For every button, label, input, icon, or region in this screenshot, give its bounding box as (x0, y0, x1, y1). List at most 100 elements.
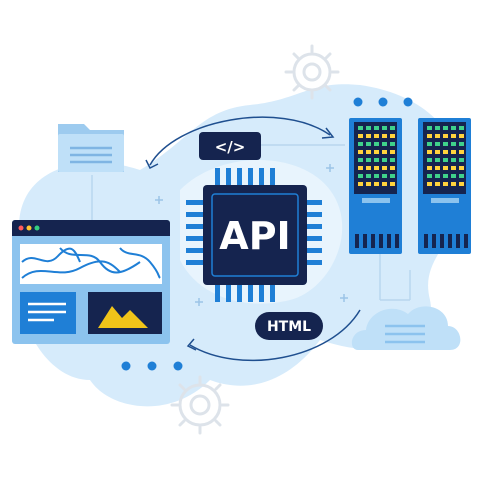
server-light (390, 174, 395, 178)
server-light (459, 142, 464, 146)
gear-icon (284, 44, 340, 100)
server-light (459, 166, 464, 170)
server-light (374, 142, 379, 146)
server-light (366, 126, 371, 130)
server-light (374, 158, 379, 162)
server-light (451, 182, 456, 186)
curve-arrow-top (149, 116, 331, 166)
server-light (443, 142, 448, 146)
server-light (390, 134, 395, 138)
server-light (451, 166, 456, 170)
wave-lines (21, 247, 161, 279)
server-light (459, 174, 464, 178)
server-light (451, 158, 456, 162)
server-light (390, 142, 395, 146)
server-light (451, 150, 456, 154)
server-light (382, 134, 387, 138)
browser-window-icon (12, 220, 170, 344)
server-light (443, 126, 448, 130)
server-lights (358, 126, 464, 186)
server-light (435, 182, 440, 186)
curve-arrow-head-top (321, 127, 335, 139)
server-light (366, 182, 371, 186)
server-light (366, 150, 371, 154)
server-light (374, 150, 379, 154)
connector-lines (91, 144, 411, 301)
server-light (374, 134, 379, 138)
server-light (427, 150, 432, 154)
plus-icon (155, 164, 348, 306)
server-light (382, 182, 387, 186)
curve-arrow-head-top-left (145, 159, 159, 170)
server-light (366, 134, 371, 138)
chip-label: API (219, 214, 290, 258)
server-light (390, 150, 395, 154)
gear-icon (170, 375, 230, 435)
server-light (443, 166, 448, 170)
server-light (443, 174, 448, 178)
server-light (358, 150, 363, 154)
server-light (374, 166, 379, 170)
server-light (427, 158, 432, 162)
server-light (451, 126, 456, 130)
code-tag-label: </> (215, 138, 246, 156)
server-light (427, 182, 432, 186)
server-light (435, 142, 440, 146)
server-light (390, 126, 395, 130)
server-light (366, 142, 371, 146)
server-light (358, 126, 363, 130)
dots-icon (353, 97, 413, 107)
server-light (390, 166, 395, 170)
server-light (427, 126, 432, 130)
server-light (427, 174, 432, 178)
server-light (451, 134, 456, 138)
server-light (382, 142, 387, 146)
curve-arrow-bottom (189, 309, 361, 362)
server-light (390, 182, 395, 186)
server-light (443, 134, 448, 138)
server-light (374, 182, 379, 186)
server-light (382, 126, 387, 130)
chip-icon (186, 168, 322, 302)
server-light (443, 182, 448, 186)
server-light (427, 166, 432, 170)
folder-icon (58, 124, 124, 172)
server-light (427, 142, 432, 146)
server-light (366, 166, 371, 170)
dots-icon (121, 361, 183, 371)
code-icon (199, 132, 261, 160)
server-light (435, 166, 440, 170)
curve-arrow-head-bottom (186, 338, 197, 351)
server-light (358, 142, 363, 146)
server-light (435, 158, 440, 162)
server-light (366, 174, 371, 178)
server-light (443, 150, 448, 154)
server-light (459, 158, 464, 162)
server-light (374, 174, 379, 178)
server-light (443, 158, 448, 162)
server-light (358, 134, 363, 138)
server-light (382, 158, 387, 162)
html-badge-label: HTML (267, 319, 311, 335)
server-light (358, 182, 363, 186)
server-light (451, 174, 456, 178)
server-light (390, 158, 395, 162)
server-light (358, 158, 363, 162)
server-light (459, 150, 464, 154)
server-light (435, 126, 440, 130)
server-light (382, 166, 387, 170)
server-light (374, 126, 379, 130)
server-light (435, 134, 440, 138)
server-light (435, 150, 440, 154)
server-light (459, 126, 464, 130)
server-light (459, 134, 464, 138)
html-badge (255, 312, 323, 340)
server-light (435, 174, 440, 178)
server-light (382, 174, 387, 178)
server-light (366, 158, 371, 162)
server-light (358, 166, 363, 170)
server-light (358, 174, 363, 178)
server-light (451, 142, 456, 146)
